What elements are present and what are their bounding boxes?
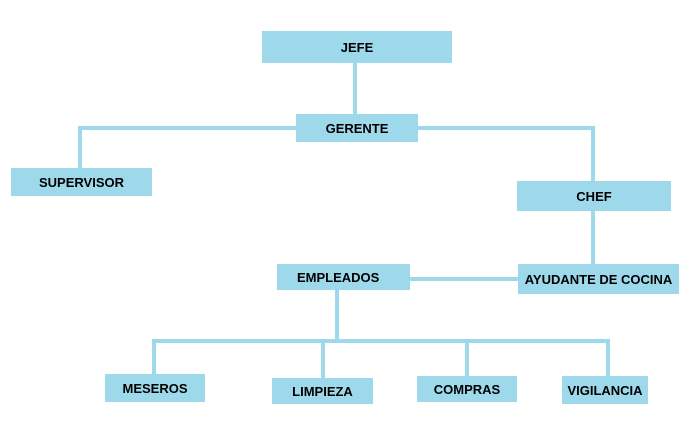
node-supervisor: SUPERVISOR [11, 168, 152, 196]
node-jefe-label: JEFE [340, 39, 374, 55]
node-gerente: GERENTE [296, 114, 418, 142]
node-compras: COMPRAS [417, 376, 517, 402]
node-limpieza-label: LIMPIEZA [292, 383, 353, 399]
node-supervisor-label: SUPERVISOR [38, 174, 124, 190]
node-chef: CHEF [517, 181, 671, 211]
node-vigilancia: VIGILANCIA [562, 376, 648, 404]
node-chef-label: CHEF [576, 188, 612, 204]
node-gerente-label: GERENTE [325, 120, 389, 136]
node-jefe: JEFE [262, 31, 452, 63]
node-empleados: EMPLEADOS [277, 264, 410, 290]
node-compras-label: COMPRAS [433, 381, 501, 397]
node-empleados-label: EMPLEADOS [297, 269, 380, 285]
node-meseros: MESEROS [105, 374, 205, 402]
node-limpieza: LIMPIEZA [272, 378, 373, 404]
node-ayudante-de-cocina: AYUDANTE DE COCINA [518, 264, 679, 294]
node-vigilancia-label: VIGILANCIA [567, 382, 643, 398]
node-meseros-label: MESEROS [122, 380, 188, 396]
node-ayudante-label: AYUDANTE DE COCINA [524, 271, 673, 287]
